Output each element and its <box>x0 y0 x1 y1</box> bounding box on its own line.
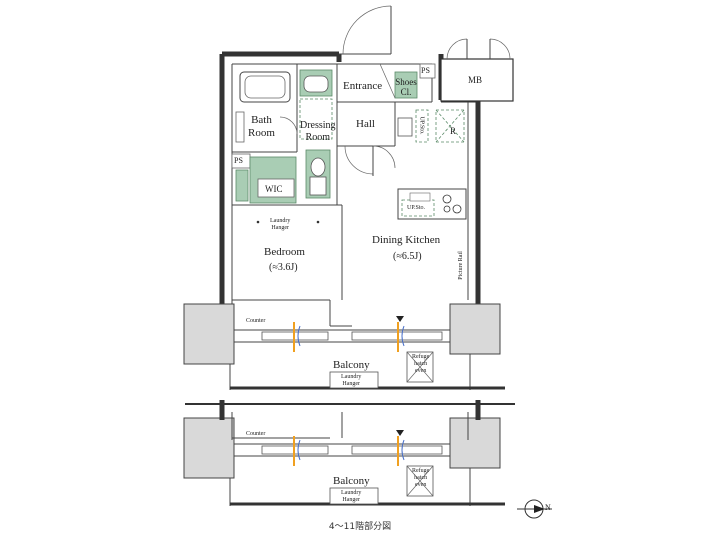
refuge-hatch-upper-label: Refuge hatch even <box>412 354 430 374</box>
ps-left-label: PS <box>234 156 243 165</box>
counter-lower-label: Counter <box>246 431 266 437</box>
up-sto-hall-label: UP.Sto. <box>418 116 425 135</box>
mb-label: MB <box>468 75 483 85</box>
shoes-closet-box <box>394 71 418 99</box>
upper-window-line <box>234 325 450 343</box>
floor-caption: 4～11階部分図 <box>328 522 392 532</box>
lower-window-line <box>234 443 450 457</box>
toilet <box>305 149 331 199</box>
lower-arrow-marker <box>396 430 404 436</box>
entrance-label: Entrance <box>343 80 383 92</box>
entrance-door[interactable] <box>339 5 392 55</box>
step-line <box>379 63 396 99</box>
lower-walls <box>185 400 515 440</box>
laundry-hanger-balcony-upper-label: Laundry Hanger <box>341 374 362 387</box>
lower-columns <box>183 417 501 479</box>
washing-machine-pan <box>299 98 333 140</box>
mb-box <box>440 58 514 102</box>
upper-columns <box>183 303 501 365</box>
laundry-hanger-bedroom-label: Laundry Hanger <box>270 218 291 231</box>
refuge-hatch-lower-label: Refuge hatch even <box>412 468 430 488</box>
bathtub <box>239 71 291 103</box>
shoes-closet-label: Shoes Cl. <box>395 77 417 98</box>
dressing-room-label: Dressing Room <box>300 120 336 143</box>
hall-door-swing <box>344 145 374 175</box>
laundry-hanger-balcony-lower-label: Laundry Hanger <box>341 490 362 503</box>
upper-refuge-hatch <box>406 351 434 383</box>
upper-arrow-marker <box>396 316 404 322</box>
vanity <box>299 69 333 97</box>
counter-upper-label: Counter <box>246 318 266 324</box>
wic-label: WIC <box>265 184 283 194</box>
lower-hanger-box <box>329 487 379 505</box>
compass-north-label: N <box>545 503 551 512</box>
bedroom-door-swing <box>372 145 396 169</box>
refrigerator-label: R <box>450 126 457 136</box>
bedroom-label: Bedroom <box>264 246 305 258</box>
upper-hanger-box <box>329 371 379 389</box>
bath-door-swing <box>279 116 298 135</box>
ps-top-label: PS <box>421 66 430 75</box>
compass-icon <box>517 499 552 519</box>
hall-up-storage <box>415 109 429 143</box>
dining-kitchen-size-label: (≈6.5J) <box>393 251 422 262</box>
hall-sink <box>397 117 413 137</box>
balcony-lower-label: Balcony <box>333 475 370 487</box>
ps-top-box <box>419 63 436 79</box>
hall-label: Hall <box>356 118 375 130</box>
balcony-upper-label: Balcony <box>333 359 370 371</box>
bath-shelf <box>235 111 245 143</box>
lower-refuge-hatch <box>406 465 434 497</box>
bedroom-size-label: (≈3.6J) <box>269 262 298 273</box>
picture-rail-label: Picture Rail <box>457 251 464 280</box>
wic-area <box>249 156 297 204</box>
dining-kitchen-label: Dining Kitchen <box>372 234 441 246</box>
laundry-hanger-dot-2 <box>316 220 320 224</box>
pantry-green <box>235 169 249 202</box>
bath-room-label: Bath Room <box>248 114 275 139</box>
laundry-hanger-dot-1 <box>256 220 260 224</box>
interior-walls <box>231 63 469 326</box>
refrigerator-space <box>435 109 465 143</box>
kitchen-counter <box>397 188 467 220</box>
mb-doors <box>446 38 511 60</box>
up-sto-kitchen-label: UP.Sto. <box>407 205 426 211</box>
